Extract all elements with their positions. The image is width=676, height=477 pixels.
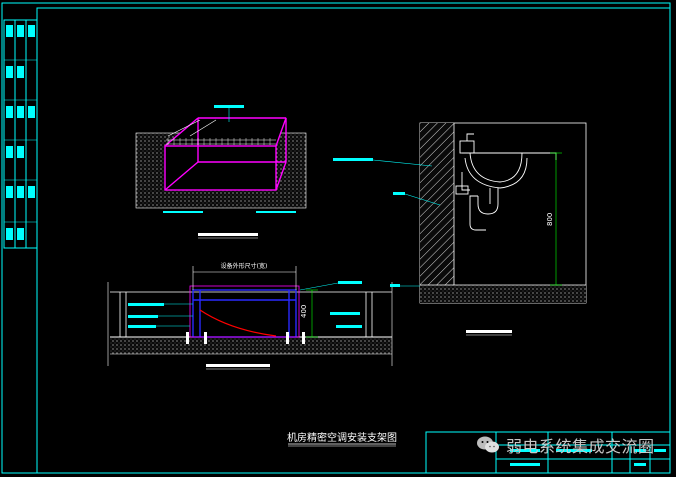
revision-strip-marks: [6, 25, 35, 240]
watermark: 弱电系统集成交流圈: [476, 432, 672, 458]
label-bar: [333, 158, 373, 161]
bottom-dimension-text: 400: [300, 305, 308, 318]
top-dimension-line: [192, 266, 297, 290]
section-elevation-view: 设备外形尺寸(宽) 400: [107, 262, 393, 370]
label-bar: [163, 211, 203, 213]
revision-strip: [3, 19, 38, 249]
label-bar: [393, 192, 405, 195]
view-caption-bar: [198, 233, 258, 236]
watermark-text: 弱电系统集成交流圈: [506, 437, 655, 456]
view-caption-bar: [206, 364, 270, 367]
side-dimension-text: 800: [546, 213, 554, 226]
isometric-frame-view: [135, 105, 307, 239]
top-dimension-text: 设备外形尺寸(宽): [221, 262, 268, 270]
title-block-fields: [510, 449, 666, 466]
section-labels: [128, 281, 362, 328]
height-dimension-line: [550, 152, 562, 286]
view-caption-bar: [466, 330, 512, 333]
wechat-icon: [477, 436, 499, 453]
label-bar: [214, 105, 244, 108]
side-dimension-line: [306, 289, 318, 338]
label-bar: [256, 211, 296, 213]
title-block: [425, 431, 671, 474]
label-bar: [390, 284, 400, 287]
drawing-title: 机房精密空调安装支架图: [287, 431, 397, 444]
drain-detail-view: 800: [333, 122, 587, 336]
